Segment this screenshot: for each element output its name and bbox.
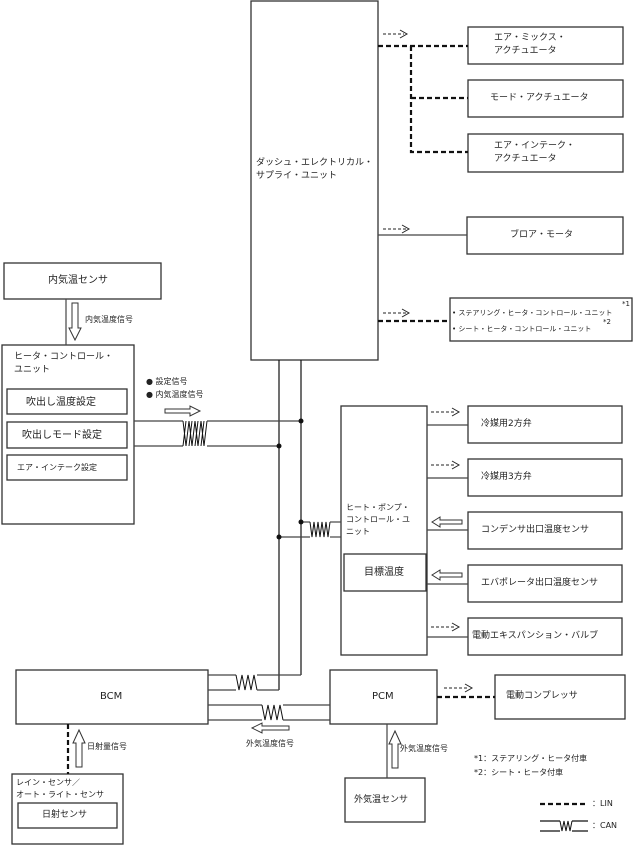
bcm-box — [15, 669, 209, 725]
refrigerant-2way-valve-label: 冷媒用2方弁 — [481, 419, 532, 429]
mode-actuator-label: モード・アクチュエータ — [490, 93, 589, 103]
solar-signal-label: 日射量信号 — [87, 742, 127, 751]
note-1: *1：ステアリング・ヒータ付車 — [474, 754, 588, 763]
direction-arrow-2way-valve — [431, 407, 461, 417]
can-twist-bcm-pcm — [261, 704, 284, 721]
direction-arrow-heater-units — [383, 308, 411, 318]
seat-heater-note: *2 — [603, 318, 611, 326]
junction-dot — [276, 443, 282, 449]
can-twist-hcu — [182, 420, 208, 447]
direction-arrow-3way-valve — [431, 460, 461, 470]
legend-can-label: ：CAN — [592, 821, 618, 830]
junction-dot — [298, 418, 304, 424]
cabin-temp-signal-label: 内気温度信号 — [85, 315, 133, 324]
outside-temp-sensor-label: 外気温センサ — [354, 795, 409, 805]
pcm-label: PCM — [372, 691, 394, 702]
outlet-mode-setting-label: 吹出しモード設定 — [22, 430, 102, 441]
outlet-mode-setting-box — [6, 421, 128, 449]
pcm-box — [329, 669, 438, 725]
signal-arrow-condenser — [431, 516, 463, 528]
air-intake-setting-label: エア・インテーク設定 — [17, 463, 97, 472]
refrigerant-2way-valve-box — [467, 405, 623, 444]
dash-unit-label: ダッシュ・エレクトリカル・ サプライ・ユニット — [256, 158, 374, 181]
blower-motor-box — [466, 216, 624, 255]
blower-motor-label: ブロア・モータ — [510, 230, 574, 240]
direction-arrow-expansion-valve — [431, 622, 461, 632]
bcm-label: BCM — [100, 691, 123, 702]
can-twist-bcm-backbone — [235, 674, 258, 691]
setting-signal-label: ● 設定信号 — [146, 377, 188, 386]
air-intake-actuator-label: エア・インテーク・ アクチュエータ — [494, 141, 575, 164]
target-temp-label: 目標温度 — [364, 567, 404, 578]
outside-temp-sensor-box — [344, 777, 426, 823]
air-intake-setting-box — [6, 454, 128, 481]
seat-heater-unit-label: • シート・ヒータ・コントロール・ユニット — [452, 325, 592, 333]
mode-actuator-box — [467, 79, 624, 118]
note-2: *2：シート・ヒータ付車 — [474, 768, 564, 777]
outside-temp-signal-bcm-label: 外気温度信号 — [246, 739, 294, 748]
legend-can-symbol — [540, 820, 588, 832]
signal-arrow-outside-temp-bcm — [250, 722, 290, 734]
heater-control-unit-label: ヒータ・コントロール・ ユニット — [14, 352, 114, 375]
cabin-temp-signal-bullet-label: ● 内気温度信号 — [146, 390, 204, 399]
outside-temp-signal-pcm-label: 外気温度信号 — [400, 744, 448, 753]
target-temp-box — [343, 553, 427, 592]
lin-line-air-intake — [409, 46, 468, 154]
legend-lin-label: ：LIN — [592, 799, 613, 808]
air-mix-actuator-box — [467, 26, 624, 65]
evaporator-outlet-sensor-label: エバポレータ出口温度センサ — [481, 578, 599, 588]
air-mix-actuator-label: エア・ミックス・ アクチュエータ — [494, 33, 566, 56]
condenser-outlet-sensor-label: コンデンサ出口温度センサ — [481, 525, 590, 535]
direction-arrow-blower — [383, 224, 411, 234]
outlet-temp-setting-label: 吹出し温度設定 — [26, 397, 96, 408]
electric-compressor-box — [494, 674, 626, 720]
junction-dot — [298, 519, 304, 525]
direction-arrow-air-mix — [383, 29, 409, 39]
signal-arrow-evaporator — [431, 569, 463, 581]
cabin-temp-sensor-label: 内気温センサ — [48, 275, 108, 286]
cabin-temp-sensor-box — [3, 262, 162, 300]
heat-pump-unit-box — [340, 405, 428, 656]
signal-arrow-cabin-temp — [68, 302, 82, 342]
steering-heater-unit-label: • ステアリング・ヒータ・コントロール・ユニット — [452, 309, 613, 317]
refrigerant-3way-valve-box — [467, 458, 623, 497]
outlet-temp-setting-box — [6, 388, 128, 415]
direction-arrow-compressor — [444, 683, 474, 693]
heat-pump-unit-label: ヒート・ポンプ・ コントロール・ユ ニット — [346, 503, 410, 536]
refrigerant-3way-valve-label: 冷媒用3方弁 — [481, 472, 532, 482]
steering-heater-note: *1 — [622, 300, 630, 308]
can-twist-heat-pump — [309, 521, 331, 538]
solar-sensor-label: 日射センサ — [42, 810, 88, 820]
signal-arrow-outside-temp-pcm — [388, 729, 402, 769]
heater-units-box — [449, 297, 633, 342]
junction-dot — [276, 534, 282, 540]
solar-sensor-box — [17, 802, 118, 829]
rain-light-sensor-label: レイン・センサ／ オート・ライト・センサ — [16, 778, 104, 799]
signal-arrow-settings — [164, 405, 202, 417]
electric-expansion-valve-label: 電動エキスパンション・バルブ — [472, 631, 599, 641]
dash-unit-box — [250, 0, 379, 361]
signal-arrow-solar — [72, 728, 86, 768]
air-intake-actuator-box — [467, 133, 624, 173]
electric-compressor-label: 電動コンプレッサ — [506, 691, 578, 701]
